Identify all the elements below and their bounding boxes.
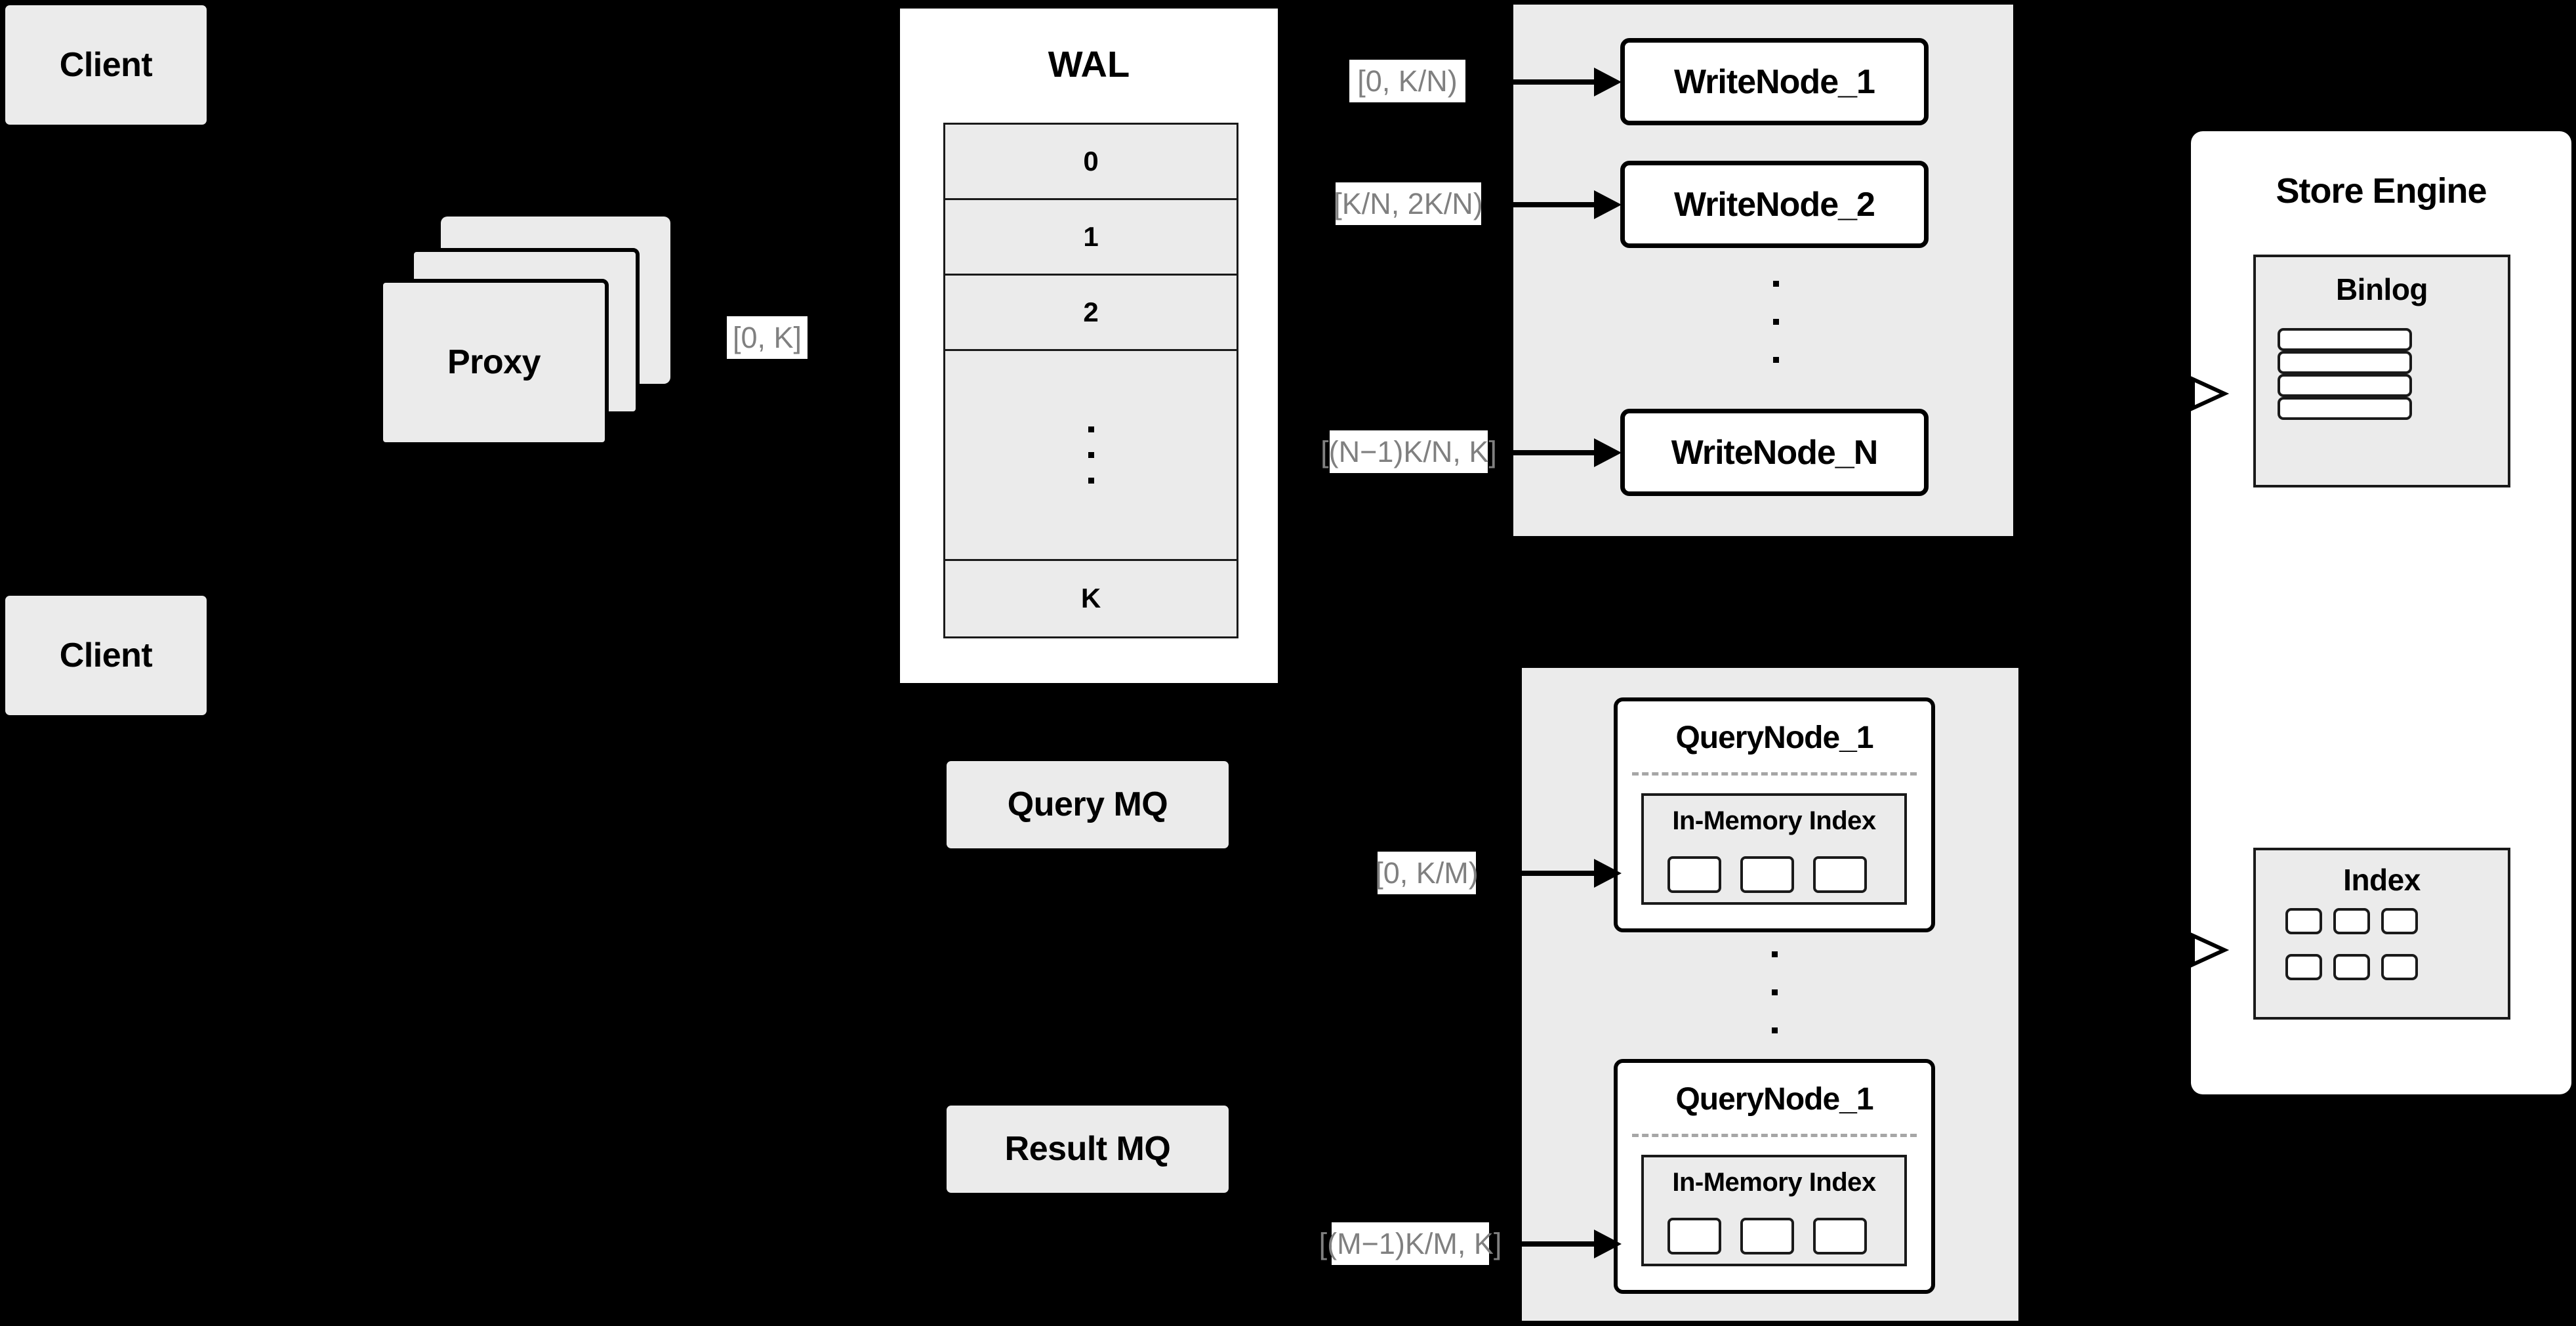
- in-memory-index-panel-2: In-Memory Index: [1641, 1155, 1907, 1266]
- binlog-row[interactable]: [2278, 351, 2412, 374]
- ellipsis-dot-icon: [1088, 478, 1094, 484]
- binlog-row[interactable]: [2278, 328, 2412, 351]
- proxy-label: Proxy: [447, 343, 541, 382]
- wal-container: WAL 0 1 2 K: [896, 5, 1282, 687]
- index-cell[interactable]: [2381, 908, 2418, 934]
- query-node-title: QueryNode_1: [1675, 1082, 1873, 1117]
- ellipsis-dot-icon: [1088, 426, 1094, 433]
- write-node-n[interactable]: WriteNode_N: [1620, 409, 1929, 496]
- index-cell[interactable]: [2381, 954, 2418, 980]
- write-node-2[interactable]: WriteNode_2: [1620, 161, 1929, 248]
- edge-label-wal-to-wn2: [K/N, 2K/N): [1334, 182, 1483, 225]
- wal-row-label: 0: [1083, 146, 1099, 177]
- in-memory-index-title: In-Memory Index: [1672, 806, 1876, 835]
- edge-label-text: [0, K/N): [1357, 64, 1458, 98]
- wal-row[interactable]: 2: [945, 276, 1237, 352]
- query-node-separator: [1632, 1134, 1917, 1137]
- index-cell[interactable]: [2285, 908, 2322, 934]
- wal-row-label: 2: [1083, 297, 1099, 328]
- edge-label-text: [(M−1)K/M, K]: [1319, 1227, 1502, 1260]
- write-node-label: WriteNode_1: [1674, 62, 1875, 101]
- query-node-1[interactable]: QueryNode_1 In-Memory Index: [1614, 697, 1935, 932]
- wal-row-label: K: [1080, 583, 1101, 614]
- proxy-card-front[interactable]: Proxy: [379, 279, 609, 446]
- index-cell[interactable]: [1667, 856, 1721, 893]
- index-cell[interactable]: [1667, 1218, 1721, 1254]
- client-label-2: Client: [59, 636, 153, 674]
- index-cell[interactable]: [1740, 856, 1794, 893]
- query-node-m[interactable]: QueryNode_1 In-Memory Index: [1614, 1059, 1935, 1294]
- ellipsis-dot-icon: [1772, 281, 1779, 287]
- edge-label-wal-to-wnN: [(N−1)K/N, K]: [1320, 430, 1497, 473]
- client-box-2[interactable]: Client: [5, 596, 207, 715]
- wal-row[interactable]: K: [945, 560, 1237, 636]
- binlog-panel: Binlog: [2253, 255, 2510, 487]
- binlog-row[interactable]: [2278, 374, 2412, 397]
- edge-label-proxy-to-wal: [0, K]: [727, 316, 808, 359]
- index-cell[interactable]: [2333, 908, 2370, 934]
- client-label-1: Client: [59, 45, 153, 84]
- ellipsis-dot-icon: [1772, 357, 1779, 363]
- query-node-title: QueryNode_1: [1675, 720, 1873, 755]
- result-mq-box[interactable]: Result MQ: [947, 1106, 1229, 1193]
- client-box-1[interactable]: Client: [5, 5, 207, 125]
- ellipsis-dot-icon: [1088, 452, 1094, 459]
- write-node-1[interactable]: WriteNode_1: [1620, 38, 1929, 125]
- ellipsis-dot-icon: [1771, 951, 1778, 957]
- edge-label-text: [(N−1)K/N, K]: [1320, 435, 1497, 468]
- edge-label-mq-to-qnM: [(M−1)K/M, K]: [1319, 1222, 1502, 1265]
- ellipsis-dot-icon: [1771, 1027, 1778, 1033]
- wal-row[interactable]: 0: [945, 125, 1237, 201]
- wal-row[interactable]: 1: [945, 200, 1237, 276]
- in-memory-index-panel-1: In-Memory Index: [1641, 793, 1907, 905]
- binlog-title: Binlog: [2335, 272, 2428, 306]
- ellipsis-dot-icon: [1771, 989, 1778, 995]
- in-memory-index-title: In-Memory Index: [1672, 1168, 1876, 1197]
- index-cell[interactable]: [1740, 1218, 1794, 1254]
- edge-label-wal-to-wn1: [0, K/N): [1349, 60, 1465, 102]
- edge-label-text: [0, K/M): [1375, 856, 1479, 890]
- index-title: Index: [2343, 863, 2421, 897]
- query-mq-label: Query MQ: [1007, 785, 1168, 824]
- wal-row-ellipsis: [945, 351, 1237, 561]
- query-mq-box[interactable]: Query MQ: [947, 761, 1229, 848]
- write-node-label: WriteNode_N: [1671, 433, 1879, 472]
- edge-label-mq-to-qn1: [0, K/M): [1375, 852, 1479, 894]
- store-engine-container: Store Engine Binlog Index: [2191, 131, 2571, 1094]
- query-node-separator: [1632, 772, 1917, 776]
- result-mq-label: Result MQ: [1004, 1130, 1171, 1169]
- query-cluster-ellipsis: [1770, 951, 1779, 1033]
- edge-label-text: [K/N, 2K/N): [1334, 187, 1483, 220]
- edge-label-text: [0, K]: [732, 321, 802, 354]
- wal-title: WAL: [1048, 43, 1130, 85]
- store-engine-title: Store Engine: [2276, 171, 2487, 211]
- index-cell[interactable]: [2333, 954, 2370, 980]
- write-node-label: WriteNode_2: [1674, 185, 1875, 224]
- binlog-row[interactable]: [2278, 397, 2412, 420]
- index-cell[interactable]: [1813, 1218, 1867, 1254]
- index-cell[interactable]: [1813, 856, 1867, 893]
- wal-row-label: 1: [1083, 221, 1099, 253]
- write-cluster-ellipsis: [1771, 281, 1780, 363]
- wal-table: 0 1 2 K: [943, 123, 1238, 638]
- index-panel: Index: [2253, 848, 2510, 1020]
- index-cell[interactable]: [2285, 954, 2322, 980]
- ellipsis-dot-icon: [1772, 319, 1779, 325]
